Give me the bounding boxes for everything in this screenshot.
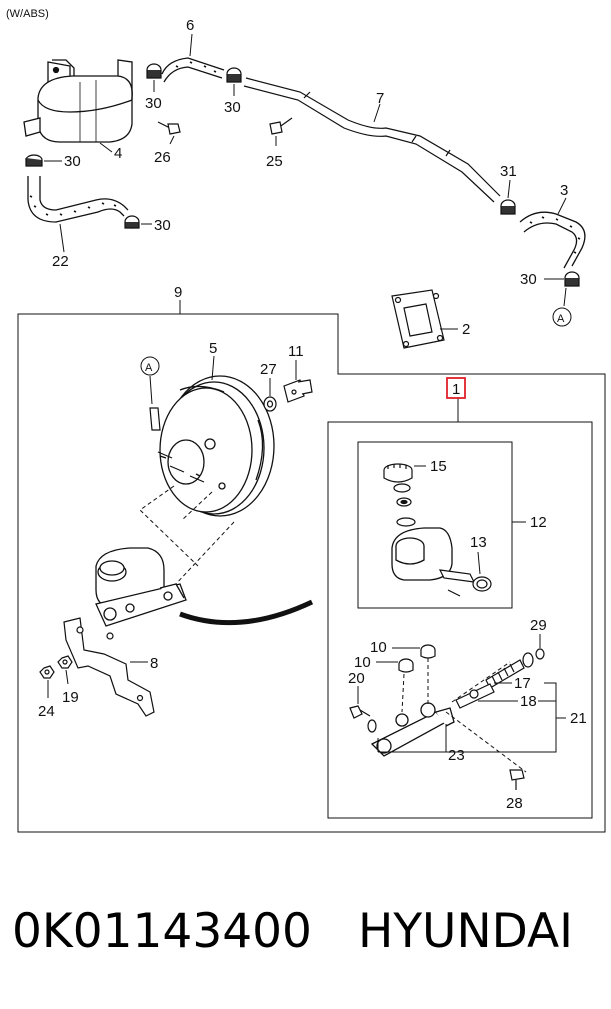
reservoir-bracket-part[interactable] [438,569,492,597]
gasket-part[interactable] [391,289,445,349]
brand-name: HYUNDAI [358,904,573,959]
callout-1-highlight[interactable] [446,377,466,399]
callout-8: 8 [150,655,158,672]
callout-29: 29 [530,617,547,634]
callout-26: 26 [154,149,171,166]
callout-12: 12 [530,514,547,531]
fitting-20-part[interactable] [349,705,371,719]
callout-23: 23 [448,747,465,764]
master-cylinder-assembly-part[interactable] [95,547,187,627]
callout-30-hose6-left: 30 [145,95,162,112]
vacuum-hose-6-part[interactable] [161,57,225,83]
callout-20: 20 [348,670,365,687]
clamp-part[interactable] [25,154,43,167]
master-cylinder-part[interactable] [370,702,455,757]
vacuum-pipe-7-part[interactable] [243,77,501,203]
callout-13: 13 [470,534,487,551]
bolt-25-part[interactable] [269,117,293,135]
nut-24-part[interactable] [39,665,55,679]
booster-nipple [149,407,161,431]
alignment-lines [139,485,235,587]
callout-1: 1 [452,381,460,398]
callout-10-upper: 10 [370,639,387,656]
reservoir-frame [357,441,513,609]
svg-text:A: A [557,313,565,325]
clamp-part[interactable] [500,199,516,215]
callout-15: 15 [430,458,447,475]
bracket-8-part[interactable] [63,617,155,717]
footer: 0K01143400 HYUNDAI [0,896,611,976]
washer-27-part[interactable] [263,396,277,412]
callout-31: 31 [500,163,517,180]
clamp-part[interactable] [564,271,580,287]
assembly-frame-9 [17,313,606,833]
reservoir-tank-part[interactable] [391,527,453,581]
callout-25: 25 [266,153,283,170]
brake-booster-part[interactable] [159,375,275,517]
nut-19-part[interactable] [57,655,73,669]
callout-30-hose3: 30 [520,271,537,288]
callout-27: 27 [260,361,277,378]
callout-4: 4 [114,145,122,162]
callout-17: 17 [514,675,531,692]
callout-10-lower: 10 [354,654,371,671]
reservoir-filter-parts [393,483,416,527]
clamp-part[interactable] [226,67,242,83]
piston-rod-part[interactable] [455,683,495,709]
reference-marker-a-booster: A [140,356,160,405]
callout-11: 11 [288,343,304,360]
brake-pipe [179,599,314,626]
callout-brackets [377,682,566,753]
dashed-guides [401,658,527,773]
bolt-28-part[interactable] [509,769,525,790]
callout-9: 9 [174,284,182,301]
callout-30-hose6-right: 30 [224,99,241,116]
callout-28: 28 [506,795,523,812]
callout-21: 21 [570,710,587,727]
callout-22: 22 [52,253,69,270]
reservoir-cap-part[interactable] [383,463,413,483]
callout-2: 2 [462,321,470,338]
callout-30-canister: 30 [64,153,81,170]
clamp-part[interactable] [124,215,140,229]
seal-ring [367,719,377,733]
master-cylinder-frame [327,421,593,819]
callout-30-hose22: 30 [154,217,171,234]
clamp-part[interactable] [146,63,162,79]
variant-label: (W/ABS) [6,8,49,20]
reference-marker-a-top: A [552,287,572,327]
callout-24: 24 [38,703,55,720]
bolt-26-part[interactable] [157,121,181,135]
vacuum-hose-3-part[interactable] [519,211,586,269]
callout-3: 3 [560,182,568,199]
fitting-11-part[interactable] [283,379,313,403]
callout-6: 6 [186,17,194,34]
callout-5: 5 [209,340,217,357]
vacuum-hose-22-part[interactable] [27,176,129,223]
stud-bolts [157,451,205,483]
callout-19: 19 [62,689,79,706]
callout-7: 7 [376,90,384,107]
grommet-10-part[interactable] [420,644,436,659]
vacuum-canister-part[interactable] [23,59,133,143]
grommet-10-part[interactable] [398,658,414,673]
callout-18: 18 [520,693,537,710]
snap-ring-29-part[interactable] [535,648,545,660]
svg-text:A: A [145,362,153,374]
part-number: 0K01143400 [12,904,312,959]
